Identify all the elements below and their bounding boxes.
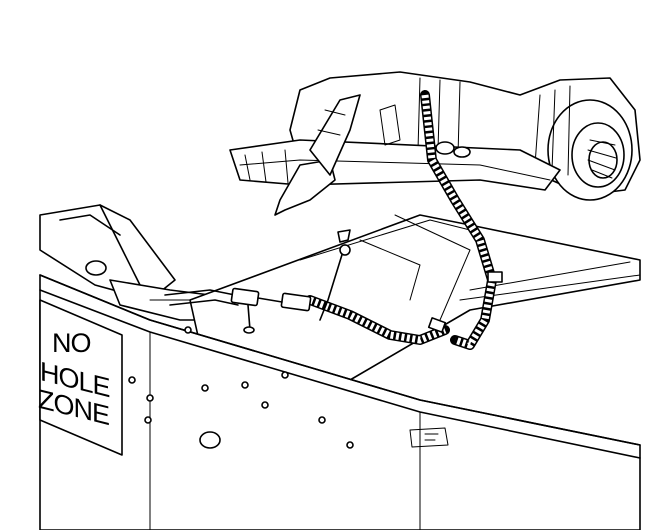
transmission-assembly — [229, 71, 641, 216]
label-line-1: NO — [52, 328, 91, 358]
harness-clip — [427, 317, 447, 333]
harness-connector — [230, 287, 260, 307]
wiring-harness — [164, 90, 503, 350]
harness-connector — [280, 292, 312, 312]
rail-hole — [199, 431, 221, 449]
no-hole-zone-panel: NO HOLE ZONE — [38, 299, 123, 456]
frame-rail — [39, 274, 641, 530]
floor-plate — [189, 214, 641, 381]
harness-clip — [487, 271, 503, 283]
